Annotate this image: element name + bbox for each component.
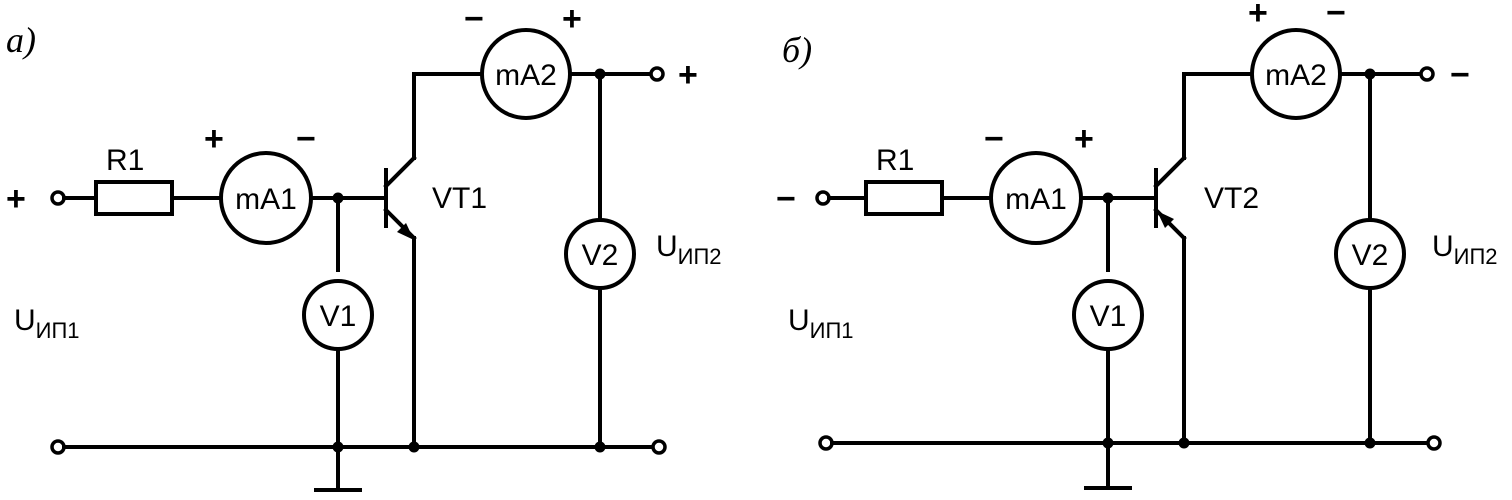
transistor-vt2-label: VT2 (1204, 182, 1259, 215)
output-terminal (1419, 66, 1435, 82)
transistor-vt2 (1153, 155, 1187, 241)
panel-a: а) + R1 mA1 + − V1 VT1 mA2 (6, 0, 722, 492)
ammeter-ma1-label: mA1 (1005, 183, 1067, 216)
resistor-r1 (864, 180, 944, 216)
supply2-label: UИП2 (1432, 230, 1498, 269)
resistor-r1 (94, 180, 174, 216)
ammeter-ma2-right-polarity: + (562, 0, 582, 38)
resistor-r1-label: R1 (876, 144, 914, 177)
ammeter-ma2-label: mA2 (495, 59, 557, 92)
transistor-vt1-label: VT1 (432, 182, 487, 215)
ammeter-ma1-left-polarity: − (984, 120, 1004, 158)
output-terminal (649, 66, 665, 82)
voltmeter-v1-label: V1 (1090, 300, 1127, 333)
input-polarity: + (6, 180, 26, 218)
panel-a-label: а) (6, 20, 36, 60)
voltmeter-v1-label: V1 (320, 300, 357, 333)
input-polarity: − (776, 180, 796, 218)
transistor-vt1 (383, 155, 417, 241)
ammeter-ma1-label: mA1 (235, 183, 297, 216)
resistor-r1-label: R1 (106, 144, 144, 177)
ammeter-ma1-right-polarity: + (1074, 120, 1094, 158)
panel-b: б) − R1 mA1 − + V1 VT2 mA2 + − (776, 0, 1498, 490)
ammeter-ma1-right-polarity: − (296, 120, 316, 158)
ammeter-ma2-label: mA2 (1265, 59, 1327, 92)
ammeter-ma1-left-polarity: + (204, 120, 224, 158)
supply1-label: UИП1 (14, 304, 80, 343)
voltmeter-v2-label: V2 (582, 239, 619, 272)
output-polarity: − (1450, 56, 1470, 94)
ammeter-ma2-right-polarity: − (1326, 0, 1346, 32)
ammeter-ma2-left-polarity: − (464, 0, 484, 38)
ammeter-ma2-left-polarity: + (1248, 0, 1268, 32)
panel-b-label: б) (782, 30, 812, 70)
supply2-label: UИП2 (656, 230, 722, 269)
output-polarity: + (678, 56, 698, 94)
voltmeter-v2-label: V2 (1352, 239, 1389, 272)
supply1-label: UИП1 (788, 304, 854, 343)
